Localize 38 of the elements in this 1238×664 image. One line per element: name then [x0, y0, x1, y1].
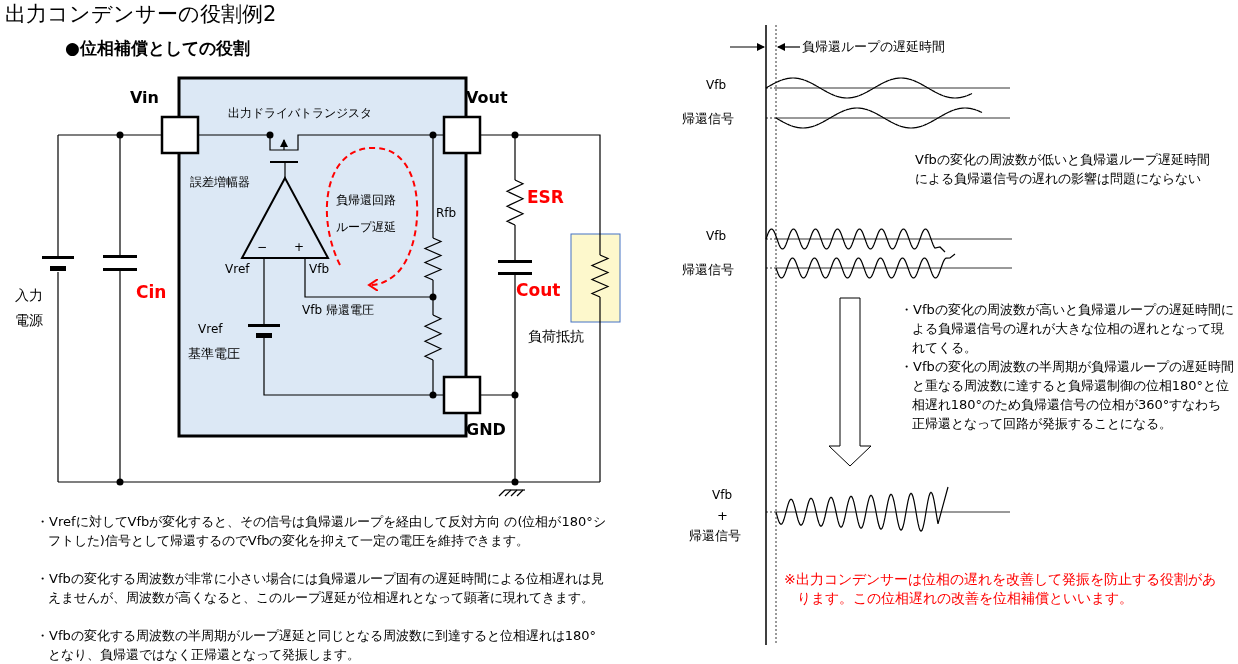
component-label: 基準電圧	[188, 346, 240, 362]
note-text: ※出力コンデンサーは位相の遅れを改善して発振を防止する役割があります。この位相遅れの改善を位相補償といいます。	[784, 570, 1217, 608]
waveform-label: Vfb	[712, 488, 733, 503]
component-label: 出力ドライバトランジスタ	[228, 106, 372, 121]
waveform-label: 帰還信号	[682, 262, 734, 278]
input-sign: −	[257, 240, 268, 255]
note-text: ・Vrefに対してVfbが変化すると、その信号は負帰還ループを経由して反対方向 の(位相が180°シフトした)信号として帰還するのでVfbの変化を抑えて一定の電圧を維持できます。	[36, 513, 607, 550]
waveform-label: 帰還信号	[682, 111, 734, 127]
note-text: ・Vfbの変化する周波数の半周期がループ遅延と同じとなる周波数に到達すると位相遅れは180°となり、負帰還ではなく正帰還となって発振します。	[36, 627, 598, 664]
signal-label: Vref	[225, 262, 250, 277]
loop-label: 負帰還回路	[336, 193, 396, 208]
signal-label: Vfb	[309, 262, 330, 277]
input-sign: +	[294, 240, 305, 255]
note-text: Vfbの変化の周波数が低いと負帰還ループ遅延時間による負帰還信号の遅れの影響は問題にならない	[915, 151, 1211, 188]
waveform-label: Vfb	[706, 78, 727, 93]
note-text: ・Vfbの変化する周波数が非常に小さい場合には負帰還ループ固有の遅延時間による位相遅れは見えませんが、周波数が高くなると、このループ遅延が位相遅れとなって顕著に現れてきます。	[36, 570, 605, 607]
component-label: 電源	[15, 312, 43, 329]
section-heading: ●位相補償としての役割	[65, 38, 250, 59]
waveform-label: 帰還信号	[689, 528, 741, 544]
pin-label: Vin	[130, 88, 159, 108]
component-label: Vref	[198, 322, 223, 337]
waveform-label: +	[717, 508, 728, 524]
component-label: 負荷抵抗	[528, 328, 584, 345]
pin-label: GND	[466, 420, 506, 440]
component-label: ESR	[527, 187, 564, 208]
waveform-label: Vfb	[706, 229, 727, 244]
pin-label: Vout	[466, 88, 508, 108]
component-label: Cin	[136, 282, 167, 303]
delay-label: 負帰還ループの遅延時間	[802, 39, 945, 55]
loop-label: ループ遅延	[336, 220, 396, 235]
component-label: 誤差増幅器	[190, 175, 250, 190]
component-label: Cout	[516, 280, 561, 301]
note-text: ・Vfbの変化の周波数が高いと負帰還ループの遅延時間による負帰還信号の遅れが大きな位相の遅れとなって現れてくる。	[900, 301, 1234, 357]
signal-label: Vfb 帰還電圧	[302, 303, 374, 318]
component-label: Rfb	[436, 206, 457, 221]
title: 出力コンデンサーの役割例2	[5, 2, 277, 28]
component-label: 入力	[15, 287, 43, 304]
note-text: ・Vfbの変化の周波数の半周期が負帰還ループの遅延時間と重なる周波数に達すると負帰還制御の位相180°と位相遅れ180°のため負帰還信号の位相が360°すなわち正帰還となって回路が発振することになる。	[900, 358, 1234, 433]
